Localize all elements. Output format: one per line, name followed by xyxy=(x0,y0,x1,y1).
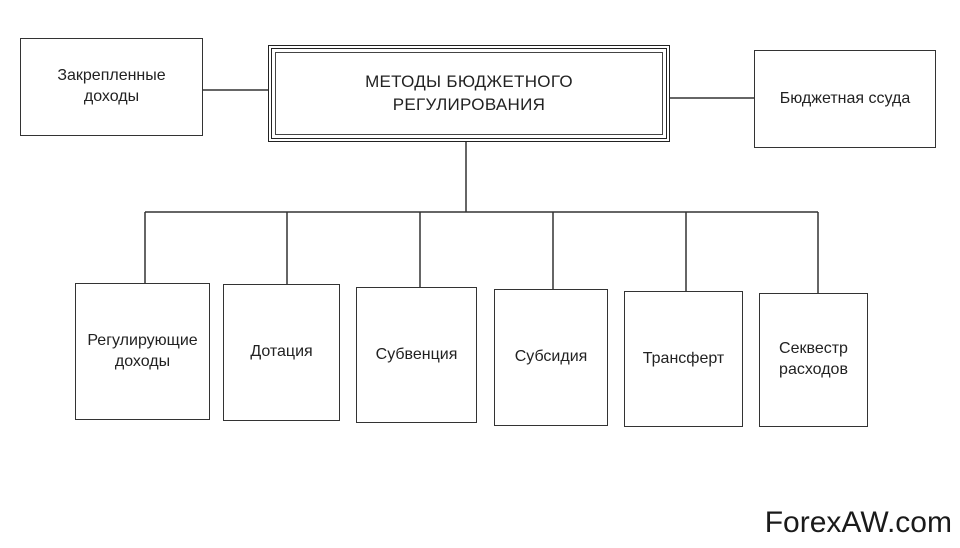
node-subsidy-grant-label: Дотация xyxy=(250,343,313,361)
watermark-text: ForexAW.com xyxy=(764,506,952,539)
node-sequester-label: Секвестр расходов xyxy=(779,340,848,378)
node-budget-loan: Бюджетная ссуда xyxy=(754,50,936,148)
node-transfer-label: Трансферт xyxy=(642,349,725,367)
node-subsidy-grant: Дотация xyxy=(223,284,340,421)
root-node-methods: МЕТОДЫ БЮДЖЕТНОГО РЕГУЛИРОВАНИЯ xyxy=(268,45,670,142)
node-sequester: Секвестр расходов xyxy=(759,293,868,427)
node-subvention: Субвенция xyxy=(356,287,477,423)
node-subsidy: Субсидия xyxy=(494,289,608,426)
node-budget-loan-label: Бюджетная ссуда xyxy=(779,89,911,107)
node-regulating-revenues: Регулирующие доходы xyxy=(75,283,210,420)
node-fixed-revenues-label: Закрепленные доходы xyxy=(57,67,166,105)
node-subsidy-label: Субсидия xyxy=(514,348,588,366)
node-regulating-revenues-label: Регулирующие доходы xyxy=(87,331,198,370)
root-node-label: МЕТОДЫ БЮДЖЕТНОГО РЕГУЛИРОВАНИЯ xyxy=(365,72,573,114)
node-transfer: Трансферт xyxy=(624,291,743,427)
node-fixed-revenues: Закрепленные доходы xyxy=(20,38,203,136)
node-subvention-label: Субвенция xyxy=(375,345,458,363)
